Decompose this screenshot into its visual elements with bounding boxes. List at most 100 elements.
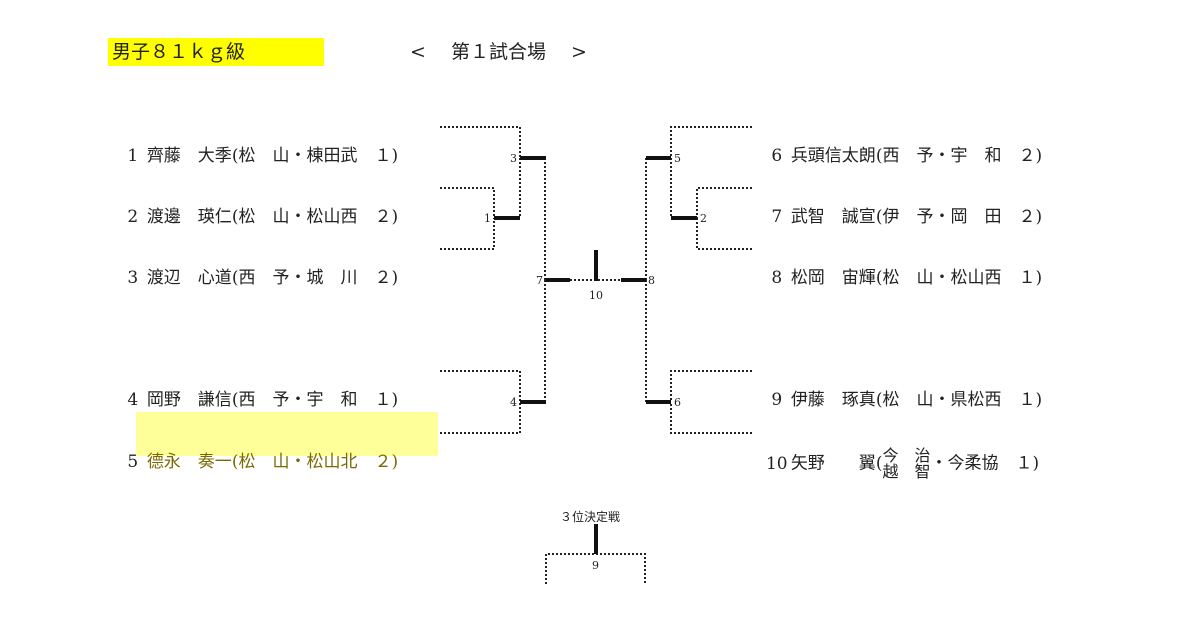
match-label-6: 6 (674, 396, 681, 409)
entry-school: 松山西 (950, 268, 1002, 288)
entry-name: 德永 奏一 (146, 452, 232, 472)
match-label-2: 2 (700, 212, 707, 225)
paren-close: ) (391, 452, 399, 472)
entry-school: 岡 田 (950, 207, 1002, 227)
entry-pref: 西 予 (882, 146, 934, 166)
division-title-text: 男子８１ｋｇ級 (112, 41, 246, 63)
entry-number: 7 (771, 207, 783, 227)
third-place-title: ３位決定戦 (560, 510, 621, 524)
paren-close: ) (391, 390, 399, 410)
line-entry-9 (670, 370, 752, 402)
entry-name: 齊藤 大季 (146, 146, 232, 166)
entry-name: 岡野 謙信 (146, 390, 232, 410)
match-label-8: 8 (648, 274, 655, 287)
separator: ・ (933, 390, 951, 410)
division-title: 男子８１ｋｇ級 (108, 38, 324, 66)
paren-open: ( (875, 390, 883, 410)
entry-name: 渡辺 心道 (146, 268, 232, 288)
entry-number: 5 (127, 452, 139, 472)
entry-pref: 松 山 (882, 268, 934, 288)
separator: ・ (289, 452, 307, 472)
line-entry-4 (440, 370, 521, 402)
entry-school: 松山西 (306, 207, 358, 227)
separator: ・ (933, 207, 951, 227)
entry-pref-top: 今 治 (882, 446, 931, 465)
paren-close: ) (1035, 390, 1043, 410)
entry-grade: ２ (374, 452, 392, 472)
entry-grade: １ (1018, 390, 1036, 410)
separator: ・ (933, 146, 951, 166)
entry-school: 宇 和 (306, 390, 358, 410)
entry-pref: 松 山 (238, 207, 290, 227)
paren-open: ( (231, 390, 239, 410)
match-label-5: 5 (674, 152, 681, 165)
mat-title: < 第１試合場 > (410, 41, 587, 63)
entry-name: 兵頭信太朗 (790, 146, 876, 166)
entry-grade: １ (374, 390, 392, 410)
entry-number: 10 (765, 453, 788, 474)
entry-name: 矢野 翼 (790, 453, 876, 474)
paren-close: ) (391, 207, 399, 227)
paren-close: ) (391, 268, 399, 288)
entry-school: 宇 和 (950, 146, 1002, 166)
paren-open: ( (875, 207, 883, 227)
match-label-3: 3 (510, 152, 517, 165)
entry-2[interactable]: 2 渡邊 瑛仁(松 山・松山西 ２) (108, 175, 398, 227)
paren-open: ( (875, 268, 883, 288)
paren-open: ( (231, 268, 239, 288)
entry-number: 4 (127, 390, 139, 410)
entry-grade: ２ (374, 207, 392, 227)
entry-school: 城 川 (306, 268, 358, 288)
entry-grade: １ (1015, 453, 1033, 474)
paren-open: ( (231, 146, 239, 166)
separator: ・ (289, 268, 307, 288)
entry-grade: １ (374, 146, 392, 166)
line-entry-6 (670, 126, 752, 158)
separator: ・ (289, 146, 307, 166)
line-entry-2 (440, 187, 495, 218)
entry-pref: 松 山 (238, 452, 290, 472)
entry-number: 9 (771, 390, 783, 410)
entry-pref-stacked: 今 治越 智 (882, 448, 930, 480)
dotted-paths (440, 126, 752, 584)
line-third-place (545, 553, 646, 584)
entry-pref: 伊 予 (882, 207, 934, 227)
separator: ・ (930, 453, 948, 474)
paren-close: ) (1035, 268, 1043, 288)
entry-number: 1 (127, 146, 139, 166)
separator: ・ (289, 390, 307, 410)
entry-pref: 松 山 (882, 390, 934, 410)
paren-open: ( (875, 146, 883, 166)
entry-grade: １ (1018, 268, 1036, 288)
entry-school: 県松西 (950, 390, 1002, 410)
entry-pref: 松 山 (238, 146, 290, 166)
match-label-10: 10 (589, 289, 603, 302)
separator: ・ (289, 207, 307, 227)
line-entry-5 (440, 402, 521, 434)
entry-4[interactable]: 4 岡野 謙信(西 予・宇 和 １) (108, 358, 398, 410)
entry-grade: ２ (1018, 207, 1036, 227)
match-label-4: 4 (510, 396, 517, 409)
entry-number: 8 (771, 268, 783, 288)
line-entry-3 (440, 218, 495, 250)
entry-grade: ２ (374, 268, 392, 288)
entry-pref: 西 予 (238, 390, 290, 410)
match-label-9: 9 (592, 559, 599, 572)
entry-grade: ２ (1018, 146, 1036, 166)
paren-open: ( (231, 207, 239, 227)
paren-close: ) (1035, 146, 1043, 166)
entry-pref: 西 予 (238, 268, 290, 288)
entry-name: 渡邊 瑛仁 (146, 207, 232, 227)
paren-close: ) (1032, 453, 1040, 474)
entry-number: 2 (127, 207, 139, 227)
paren-open: ( (231, 452, 239, 472)
